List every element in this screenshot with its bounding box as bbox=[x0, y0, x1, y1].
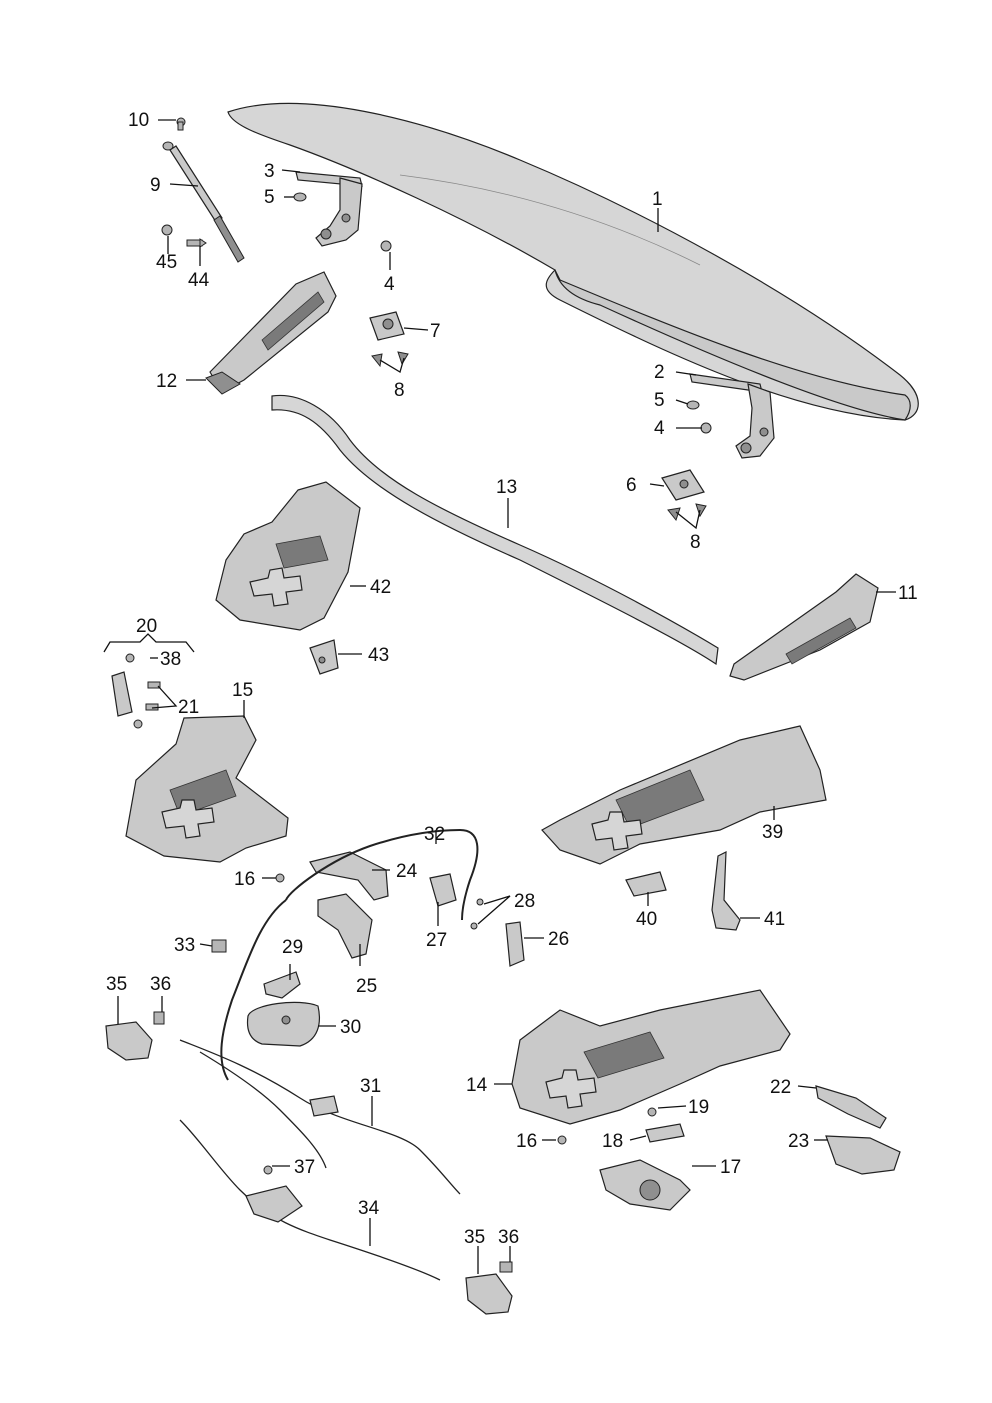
callout-32: 32 bbox=[424, 824, 445, 845]
callout-7: 7 bbox=[430, 321, 441, 342]
cable-32 bbox=[220, 828, 479, 1081]
callout-40: 40 bbox=[636, 909, 657, 930]
bracket-group-20 bbox=[103, 633, 195, 729]
callout-4-left: 4 bbox=[384, 274, 395, 295]
callout-3: 3 bbox=[264, 161, 275, 182]
callout-15: 15 bbox=[232, 680, 253, 701]
callout-25: 25 bbox=[356, 976, 377, 997]
callout-1: 1 bbox=[652, 189, 663, 210]
callout-42: 42 bbox=[370, 577, 391, 598]
callout-14: 14 bbox=[466, 1075, 488, 1096]
engine-cover-15 bbox=[125, 715, 289, 863]
callout-24: 24 bbox=[396, 861, 418, 882]
callout-5-right: 5 bbox=[654, 390, 665, 411]
callout-labels: 1 2 3 4 4 5 5 6 7 8 8 9 10 11 12 13 14 1… bbox=[106, 110, 918, 1248]
callout-45: 45 bbox=[156, 252, 177, 273]
callout-36-right: 36 bbox=[498, 1227, 519, 1248]
engine-cover-small bbox=[215, 481, 361, 631]
small-parts-16-19 bbox=[557, 1107, 691, 1211]
engine-cover-14 bbox=[511, 989, 791, 1125]
latch-parts-26-28 bbox=[429, 873, 525, 967]
callout-13: 13 bbox=[496, 477, 517, 498]
callout-35-left: 35 bbox=[106, 974, 127, 995]
callout-44: 44 bbox=[188, 270, 210, 291]
callout-26: 26 bbox=[548, 929, 569, 950]
left-hinge bbox=[293, 171, 392, 252]
callout-28: 28 bbox=[514, 891, 535, 912]
callout-41: 41 bbox=[764, 909, 785, 930]
bracket-43 bbox=[309, 639, 339, 675]
callout-36-left: 36 bbox=[150, 974, 171, 995]
callout-leaders bbox=[117, 119, 896, 1274]
callout-10: 10 bbox=[128, 110, 149, 131]
callout-39: 39 bbox=[762, 822, 783, 843]
callout-5-left: 5 bbox=[264, 187, 275, 208]
callout-33: 33 bbox=[174, 935, 195, 956]
callout-8-right: 8 bbox=[690, 532, 701, 553]
latch-parts-22-23 bbox=[815, 1085, 901, 1175]
left-air-duct bbox=[205, 271, 337, 395]
right-hinge bbox=[686, 373, 775, 459]
handle-29-cover-30 bbox=[246, 971, 321, 1047]
callout-8-left: 8 bbox=[394, 380, 405, 401]
bump-stop-left bbox=[369, 311, 409, 368]
callout-17: 17 bbox=[720, 1157, 741, 1178]
hood-seal-strip bbox=[271, 394, 719, 666]
callout-27: 27 bbox=[426, 930, 447, 951]
cable-31 bbox=[179, 1039, 461, 1195]
callout-37: 37 bbox=[294, 1157, 315, 1178]
hood-strut-assembly bbox=[161, 117, 245, 263]
callout-23: 23 bbox=[788, 1131, 809, 1152]
latch-35-right bbox=[465, 1261, 513, 1315]
callout-16-lower: 16 bbox=[516, 1131, 537, 1152]
callout-6: 6 bbox=[626, 475, 637, 496]
engine-cover-39 bbox=[541, 725, 827, 865]
callout-30: 30 bbox=[340, 1017, 361, 1038]
callout-38: 38 bbox=[160, 649, 181, 670]
callout-31: 31 bbox=[360, 1076, 381, 1097]
callout-4-right: 4 bbox=[654, 418, 665, 439]
callout-35-right: 35 bbox=[464, 1227, 485, 1248]
callout-12: 12 bbox=[156, 371, 177, 392]
callout-34: 34 bbox=[358, 1198, 380, 1219]
callout-43: 43 bbox=[368, 645, 389, 666]
cable-34 bbox=[179, 1119, 441, 1281]
callout-16-upper: 16 bbox=[234, 869, 255, 890]
callout-9: 9 bbox=[150, 175, 161, 196]
callout-20: 20 bbox=[136, 616, 157, 637]
callout-21: 21 bbox=[178, 697, 199, 718]
callout-18: 18 bbox=[602, 1131, 623, 1152]
right-air-duct bbox=[729, 573, 879, 681]
hood-panel bbox=[227, 102, 919, 421]
callout-22: 22 bbox=[770, 1077, 791, 1098]
callout-2: 2 bbox=[654, 362, 665, 383]
latch-35-left bbox=[105, 1011, 165, 1061]
callout-11: 11 bbox=[898, 583, 918, 604]
callout-19: 19 bbox=[688, 1097, 709, 1118]
callout-29: 29 bbox=[282, 937, 303, 958]
brackets-40-41 bbox=[625, 851, 741, 931]
bolt-33 bbox=[211, 939, 227, 953]
